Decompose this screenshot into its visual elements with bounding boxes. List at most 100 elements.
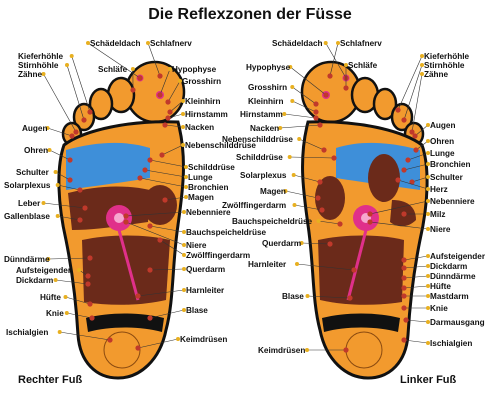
- right-leader-11: [47, 127, 73, 137]
- right-label-29: Dickdarm: [16, 276, 53, 285]
- right-label-23: Bauchspeicheldrüse: [186, 228, 267, 237]
- right-label-25: Zwölffingerdarm: [186, 251, 250, 260]
- right-label-2: Kieferhöhle: [18, 52, 63, 61]
- left-label-1: Schlafnerv: [340, 39, 382, 48]
- left-leader-dot-29: [295, 262, 299, 266]
- left-leader-1: [329, 42, 339, 77]
- right-zone-dot-34: [107, 337, 113, 343]
- left-leader-33: [307, 295, 351, 299]
- left-label-4: Zähne: [424, 70, 449, 79]
- right-zone-dot-13: [67, 157, 73, 163]
- right-leader-dot-17: [53, 170, 58, 174]
- left-leader-8: [292, 100, 317, 113]
- right-label-16: Bronchien: [188, 183, 229, 192]
- left-label-36: Ischialgien: [430, 339, 472, 348]
- left-leader-25: [369, 221, 429, 230]
- left-leader-dot-10: [278, 126, 283, 130]
- right-label-1: Schlafnerv: [150, 39, 192, 48]
- left-leader-dot-5: [288, 65, 293, 69]
- left-leader-dot-36: [426, 341, 430, 345]
- right-leader-19: [57, 184, 81, 191]
- left-ureter-line: [346, 229, 368, 301]
- right-leader-6: [159, 68, 171, 96]
- left-zone-dot-21: [319, 207, 325, 213]
- right-label-26: Dünndärme: [4, 255, 50, 264]
- left-zone-dot-23: [337, 221, 343, 227]
- left-zone-dot-8: [313, 109, 319, 115]
- left-zone-dot-18: [409, 179, 415, 185]
- right-label-10: Nacken: [185, 123, 214, 132]
- right-zone-dot-31: [87, 301, 93, 307]
- left-leader-dot-23: [316, 219, 321, 223]
- left-zone-dot-22: [367, 211, 373, 217]
- left-leader-dot-0: [323, 41, 328, 45]
- left-zone-dot-14: [413, 147, 419, 153]
- right-zone-dot-25: [157, 237, 163, 243]
- right-leader-dot-35: [176, 337, 180, 341]
- left-zone-dot-12: [321, 147, 327, 153]
- right-foot: [57, 60, 186, 380]
- right-heel-zone: [103, 331, 141, 369]
- right-leader-dot-31: [63, 295, 68, 299]
- left-leader-27: [403, 255, 429, 261]
- left-zone-dot-11: [412, 133, 418, 139]
- left-leader-dot-11: [426, 123, 430, 127]
- left-label-19: Herz: [430, 185, 448, 194]
- left-zone-dot-27: [401, 257, 407, 263]
- right-leader-18: [164, 196, 187, 201]
- left-leader-dot-7: [290, 85, 295, 89]
- left-leader-dot-3: [420, 63, 424, 67]
- left-zone-dot-28: [401, 265, 407, 271]
- right-label-18: Magen: [188, 193, 214, 202]
- right-leader-1: [147, 42, 161, 77]
- left-zone-dot-30: [401, 275, 407, 281]
- left-leader-dot-21: [292, 203, 297, 207]
- right-leader-dot-29: [53, 278, 58, 282]
- left-leader-dot-12: [297, 137, 302, 141]
- left-zone-dot-13: [331, 155, 337, 161]
- left-leader-36: [403, 339, 429, 344]
- left-zone-dot-17: [317, 179, 323, 185]
- right-label-6: Hypophyse: [172, 65, 217, 74]
- left-label-33: Blase: [282, 292, 304, 301]
- right-zone-dot-32: [89, 315, 95, 321]
- left-foot-caption: Linker Fuß: [400, 374, 457, 386]
- left-label-16: Bronchien: [430, 160, 471, 169]
- right-label-13: Ohren: [24, 146, 48, 155]
- left-leader-dot-20: [283, 189, 288, 193]
- left-leader-dot-9: [282, 112, 287, 116]
- right-leader-dot-9: [181, 112, 185, 116]
- left-heel-band: [322, 313, 400, 332]
- left-leader-10: [280, 124, 321, 129]
- left-zone-dot-4: [409, 129, 415, 135]
- right-leader-20: [43, 202, 86, 209]
- right-zone-dot-30: [135, 293, 141, 299]
- right-leader-4: [43, 73, 77, 133]
- left-leader-dot-19: [426, 187, 430, 191]
- right-zone-dot-24: [123, 219, 129, 225]
- left-leader-23: [318, 220, 341, 225]
- left-zone-dot-3: [401, 117, 407, 123]
- left-leader-dot-31: [426, 284, 430, 288]
- right-intestine-zone: [82, 235, 170, 305]
- left-label-25: Niere: [430, 225, 451, 234]
- right-label-4: Zähne: [18, 70, 43, 79]
- left-label-14: Ohren: [430, 137, 454, 146]
- left-leader-12: [299, 138, 325, 151]
- right-zone-dot-7: [165, 99, 171, 105]
- right-label-14: Schilddrüse: [188, 163, 235, 172]
- right-foot-caption: Rechter Fuß: [18, 374, 82, 386]
- right-leader-27: [149, 268, 185, 271]
- right-leader-dot-24: [182, 243, 186, 247]
- left-leader-2: [397, 55, 423, 111]
- left-label-30: Dünndärme: [430, 272, 476, 281]
- left-zone-dot-35: [403, 317, 409, 323]
- right-label-8: Kleinhirn: [185, 97, 220, 106]
- left-zone-dot-9: [313, 115, 319, 121]
- right-zone-dot-14: [147, 157, 153, 163]
- right-leader-7: [167, 80, 181, 103]
- right-leader-13: [49, 149, 71, 161]
- left-zone-dot-5: [323, 92, 329, 98]
- left-label-29: Harnleiter: [248, 260, 287, 269]
